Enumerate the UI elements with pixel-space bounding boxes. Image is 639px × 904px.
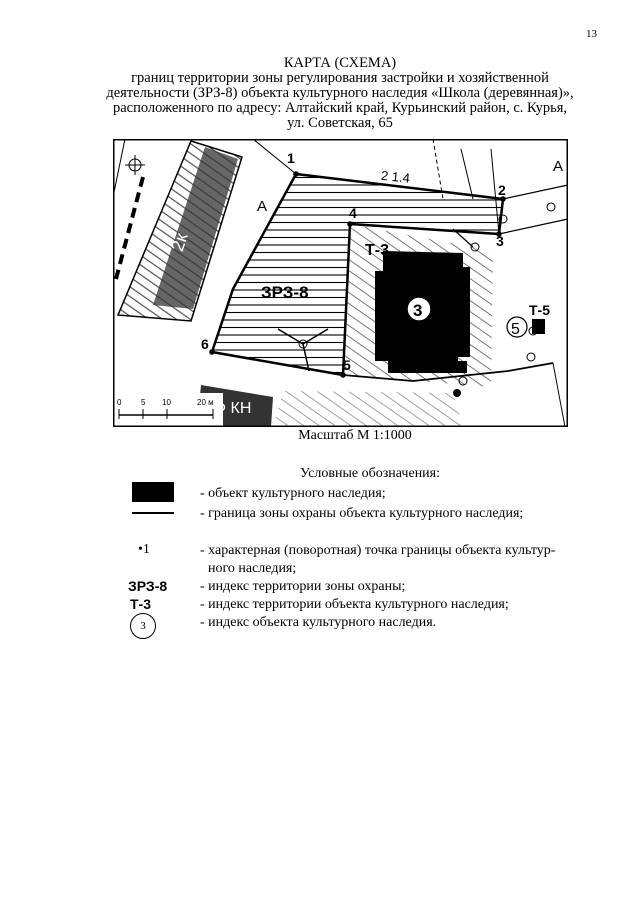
boundary-line: [552, 362, 566, 427]
legend-title: Условные обозначения:: [299, 466, 441, 481]
boundary-point-1: [293, 171, 299, 177]
scale-bar-label: 10: [162, 398, 171, 407]
page-number: 13: [586, 28, 597, 40]
object-3-marker: [406, 296, 432, 322]
title-line: расположенного по адресу: Алтайский край…: [112, 100, 567, 116]
title-line: ул. Советская, 65: [287, 115, 393, 131]
legend-heritage-object-symbol: [132, 482, 174, 502]
point-label: 2: [498, 182, 506, 198]
legend-point-symbol: •1: [138, 542, 150, 557]
boundary-point-3: [496, 231, 502, 237]
point-label: 6: [201, 336, 209, 352]
point-label: 4: [349, 205, 357, 221]
building-2k-label: 2к: [167, 230, 192, 253]
scale-bar-background: [113, 393, 223, 427]
boundary-line: [502, 184, 568, 200]
zone-label: ЗРЗ-8: [261, 283, 309, 302]
legend-text: - граница зоны охраны объекта культурног…: [200, 506, 524, 521]
boundary-line: [432, 139, 444, 200]
tree-icon: [453, 389, 461, 397]
title-line: КАРТА (СХЕМА): [283, 55, 397, 71]
zone-map: 2к 2Ф КН 3: [113, 139, 568, 427]
road-label: А: [257, 198, 267, 215]
utility-line: [452, 228, 474, 248]
legend-zone-boundary-symbol: [132, 512, 174, 514]
scale-bar-label: 0: [117, 398, 122, 407]
legend-zone-index-symbol: ЗРЗ-8: [128, 578, 168, 594]
road-boundary-line: [342, 362, 554, 382]
dashed-road: [114, 176, 145, 280]
boundary-line: [498, 218, 568, 235]
building-2k-shade: [153, 147, 238, 309]
zone-zrz8-area: [212, 174, 503, 375]
boundary-point-5: [340, 372, 346, 378]
scale-caption: Масштаб М 1:1000: [298, 428, 412, 443]
hatched-area-bottom: [273, 391, 463, 427]
boundary-line: [460, 148, 474, 200]
document-title: КАРТА (СХЕМА) границ территории зоны рег…: [80, 56, 600, 131]
boundary-point-4: [347, 221, 353, 227]
boundary-line: [252, 139, 297, 175]
boundary-point-2: [500, 196, 506, 202]
legend-text-line: - характерная (поворотная) точка границы…: [200, 543, 556, 558]
territory-t5-label: Т-5: [529, 302, 550, 318]
legend-text: - объект культурного наследия;: [200, 486, 386, 501]
point-label: 5: [343, 357, 351, 373]
scale-bar-label: 20 м: [197, 398, 214, 407]
legend-text: - индекс территории зоны охраны;: [200, 579, 406, 594]
tree-icon: [546, 202, 556, 212]
point-label: 3: [496, 233, 504, 249]
road-label: А: [553, 158, 563, 175]
map-frame: [113, 139, 568, 427]
tree-icon: [528, 326, 538, 336]
point-label: 1: [287, 150, 295, 166]
legend-text: - индекс территории объекта культурного …: [200, 597, 509, 612]
boundary-point-6: [209, 349, 215, 355]
building-annex: [453, 361, 467, 373]
object-5-label: 5: [511, 321, 520, 338]
tree-icon: [458, 376, 468, 386]
legend-object-index-symbol: 3: [130, 613, 156, 639]
scale-bar-label: 5: [141, 398, 146, 407]
title-line: деятельности (ЗРЗ-8) объекта культурного…: [106, 85, 574, 101]
path-label: 2 1.4: [380, 168, 410, 186]
boundary-line: [490, 148, 500, 235]
legend-territory-index-symbol: Т-3: [130, 596, 151, 612]
title-line: границ территории зоны регулирования зас…: [131, 70, 549, 86]
object-3-label: 3: [413, 301, 422, 320]
territory-t3-label: Т-3: [365, 242, 389, 259]
legend-text-line: ного наследия;: [208, 561, 297, 576]
object-5-marker: [506, 316, 528, 338]
legend-text: - характерная (поворотная) точка границы…: [200, 542, 600, 578]
tree-icon: [526, 352, 536, 362]
tree-icon: [470, 242, 480, 252]
left-boundary-line: [113, 139, 126, 198]
legend-text: - индекс объекта культурного наследия.: [200, 615, 437, 630]
tree-icon: [498, 214, 508, 224]
zone-boundary: [210, 172, 505, 377]
heritage-object-t5: [532, 319, 545, 334]
utility-line: [302, 343, 310, 372]
tree-icon: [298, 339, 308, 349]
